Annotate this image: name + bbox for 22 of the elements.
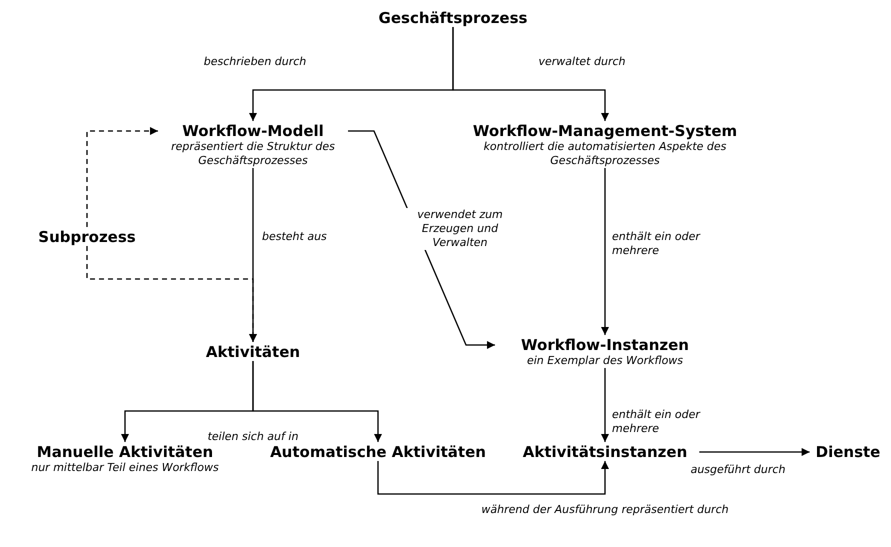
node-title: Aktivitätsinstanzen [522, 443, 688, 461]
arrow [252, 361, 382, 442]
node-title: Manuelle Aktivitäten [36, 443, 214, 461]
arrow [601, 168, 609, 335]
arrow [601, 368, 609, 442]
node-title: Subprozess [38, 228, 136, 246]
node-title: Aktivitäten [206, 343, 300, 361]
arrow [452, 27, 609, 121]
node-title: Geschäftsprozess [378, 9, 528, 27]
node-description: repräsentiert die Struktur des Geschäftsprozesses [170, 140, 336, 168]
node-description: nur mittelbar Teil eines Workflows [30, 461, 220, 475]
arrow [86, 246, 257, 342]
arrow [699, 448, 810, 456]
node-title: Dienste [816, 443, 880, 461]
node-title: Workflow-Instanzen [521, 336, 689, 354]
node-title: Workflow-Modell [182, 122, 324, 140]
arrow [86, 127, 158, 227]
arrow [377, 461, 609, 495]
node-description: ein Exemplar des Workflows [526, 354, 684, 368]
node-description: kontrolliert die automatisierten Aspekte des Geschäftsprozesses [482, 140, 728, 168]
node-title: Automatische Aktivitäten [270, 443, 486, 461]
node-title: Workflow-Management-System [472, 122, 738, 140]
